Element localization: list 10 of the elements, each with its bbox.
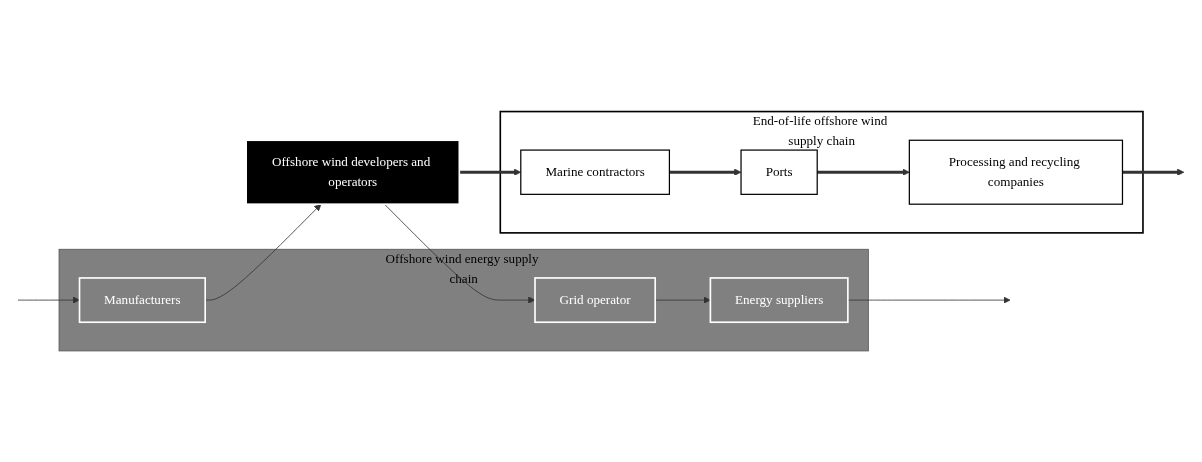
arrow xyxy=(669,168,742,176)
arrow xyxy=(817,168,910,176)
node-box: Offshore wind developers and operators xyxy=(245,139,461,205)
node-box: Manufacturers xyxy=(78,276,206,323)
node-box: Processing and recycling companies xyxy=(908,139,1124,205)
arrow xyxy=(1122,168,1185,176)
node-box: Energy suppliers xyxy=(709,276,849,323)
node-box: Ports xyxy=(740,149,818,195)
node-box: Grid operator xyxy=(534,276,657,323)
node-box: Marine contractors xyxy=(520,149,670,195)
